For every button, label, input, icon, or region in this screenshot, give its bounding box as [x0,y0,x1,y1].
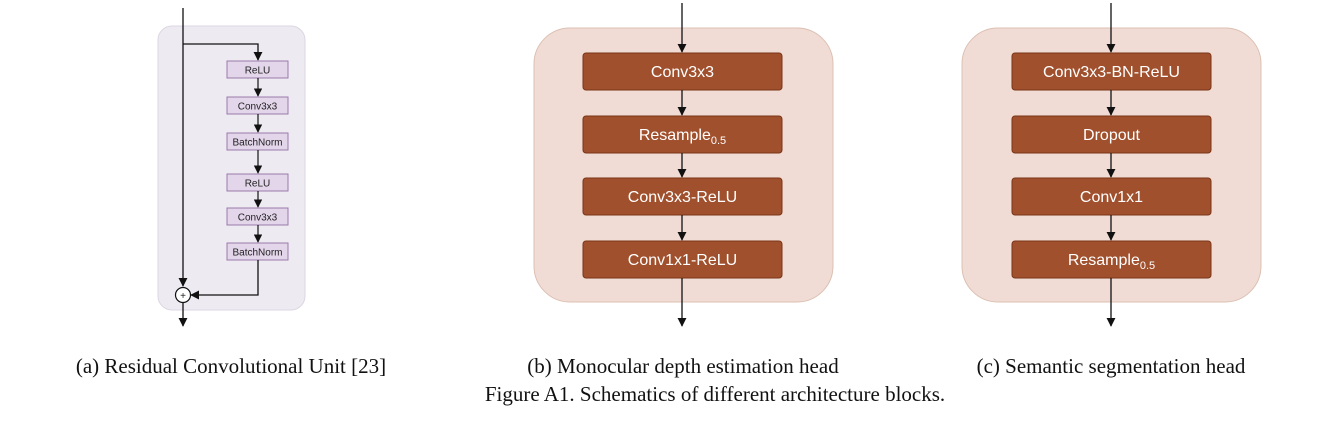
panel-a-block-3-label: BatchNorm [232,138,282,149]
panel-b-background [533,27,834,303]
panel-a-block-6-label: BatchNorm [232,248,282,259]
panel-a-residual-unit: ReLU Conv3x3 BatchNorm ReLU Conv3x3 Batc… [157,8,306,327]
panel-c-block-4-label: Resample0.5 [1068,252,1155,272]
panel-a-block-1-label: ReLU [245,66,271,77]
panel-b-block-4-label: Conv1x1-ReLU [628,252,737,269]
caption-panel-a: (a) Residual Convolutional Unit [23] [76,354,386,378]
panel-a-block-4-label: ReLU [245,179,271,190]
panel-a-return-line [190,260,259,300]
panel-b-depth-head: Conv3x3 Resample0.5 Conv3x3-ReLU Conv1x1… [533,3,834,327]
panel-b-block-1-label: Conv3x3 [651,64,714,81]
panel-a-sum-symbol: + [180,291,186,302]
figure-caption: Figure A1. Schematics of different archi… [485,382,945,406]
panel-c-block-3-label: Conv1x1 [1080,189,1143,206]
panel-b-block-3-label: Conv3x3-ReLU [628,189,737,206]
panel-a-block-5-label: Conv3x3 [238,213,278,224]
caption-panel-c: (c) Semantic segmentation head [977,354,1246,378]
panel-b-block-2-label: Resample0.5 [639,127,726,147]
caption-panel-b: (b) Monocular depth estimation head [527,354,839,378]
panel-c-block-1-label: Conv3x3-BN-ReLU [1043,64,1180,81]
panel-a-block-2-label: Conv3x3 [238,102,278,113]
panel-a-branch-line [183,43,263,61]
panel-c-segmentation-head: Conv3x3-BN-ReLU Dropout Conv1x1 Resample… [961,3,1262,327]
panel-c-block-2-label: Dropout [1083,127,1140,144]
